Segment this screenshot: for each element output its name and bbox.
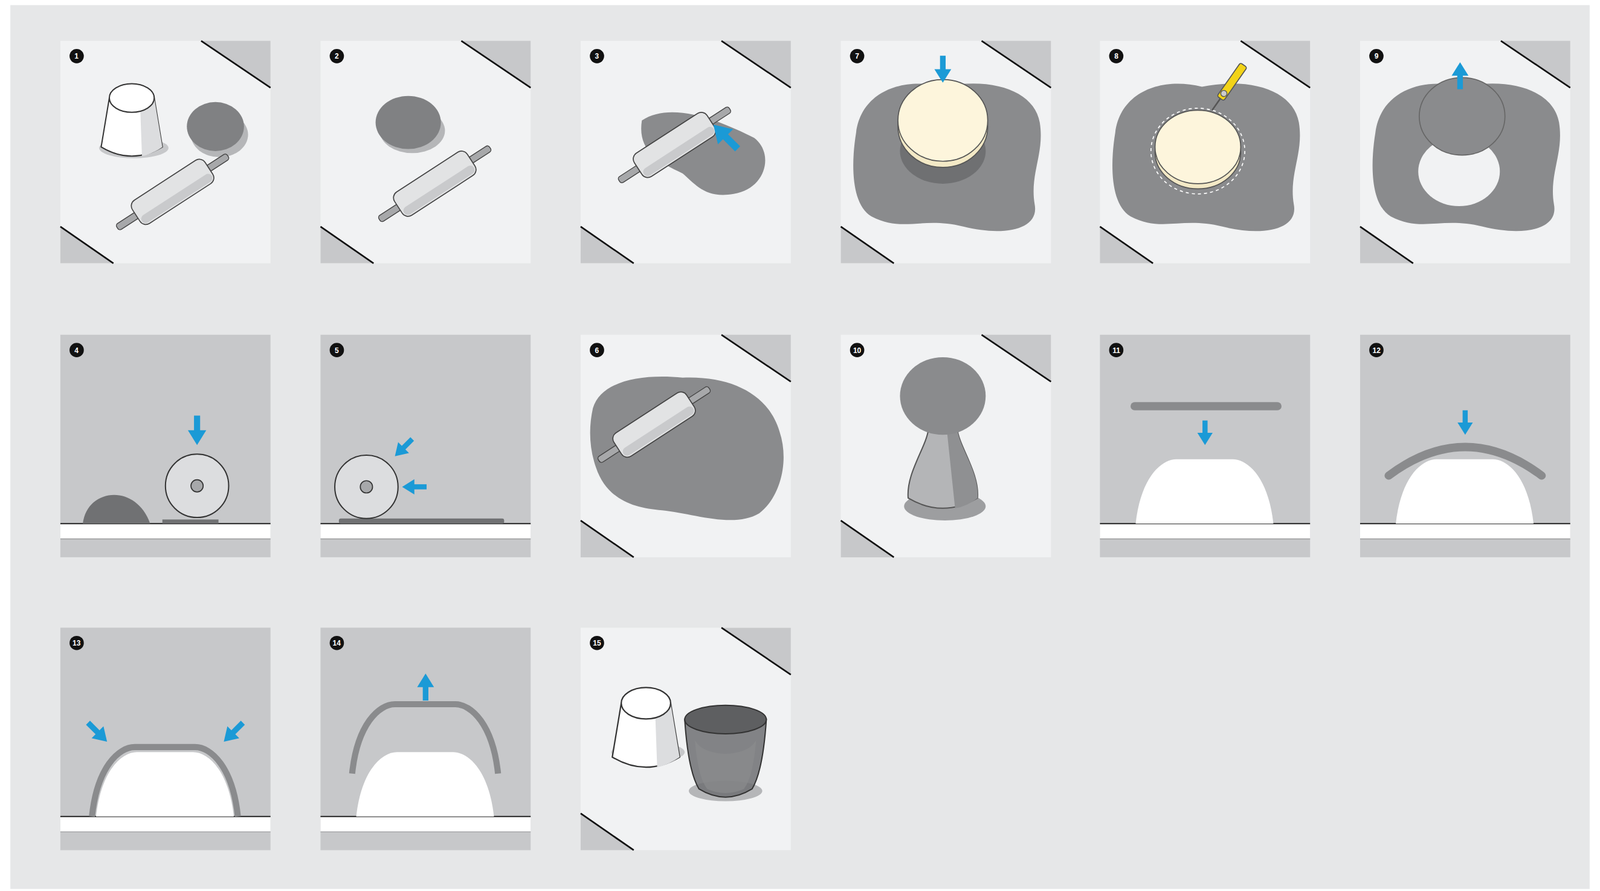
page-ground: [10, 4, 1590, 889]
callout-number: 6: [595, 346, 600, 355]
callout-number: 5: [334, 346, 339, 355]
callout-number: 14: [332, 639, 341, 647]
step-panel: [1099, 334, 1310, 558]
step-panel: [1360, 334, 1571, 558]
step-panel: [841, 41, 1052, 264]
step-panel: [580, 627, 791, 850]
callout-number: 7: [854, 52, 860, 60]
callout-number: 11: [1112, 346, 1121, 355]
callout-number: 4: [74, 346, 79, 355]
step-panel: [60, 41, 271, 264]
step-panel: [320, 41, 531, 264]
step-panel: [841, 334, 1052, 558]
step-panel: [60, 334, 271, 558]
step-panel: [1360, 41, 1571, 264]
step-panel: [580, 41, 791, 264]
callout-number: 12: [1372, 346, 1381, 355]
step-panel: [320, 334, 531, 558]
step-panel: [60, 627, 271, 850]
step-panel: [1099, 41, 1310, 264]
step-panel: [320, 627, 531, 850]
callout-number: 10: [853, 346, 862, 355]
callout-number: 1: [74, 52, 79, 60]
callout-number: 15: [592, 639, 601, 647]
callout-number: 9: [1374, 52, 1379, 60]
callout-number: 3: [595, 52, 600, 60]
callout-number: 2: [334, 52, 339, 60]
step-panel: [580, 334, 791, 558]
callout-number: 13: [72, 639, 81, 647]
callout-number: 8: [1114, 52, 1119, 60]
